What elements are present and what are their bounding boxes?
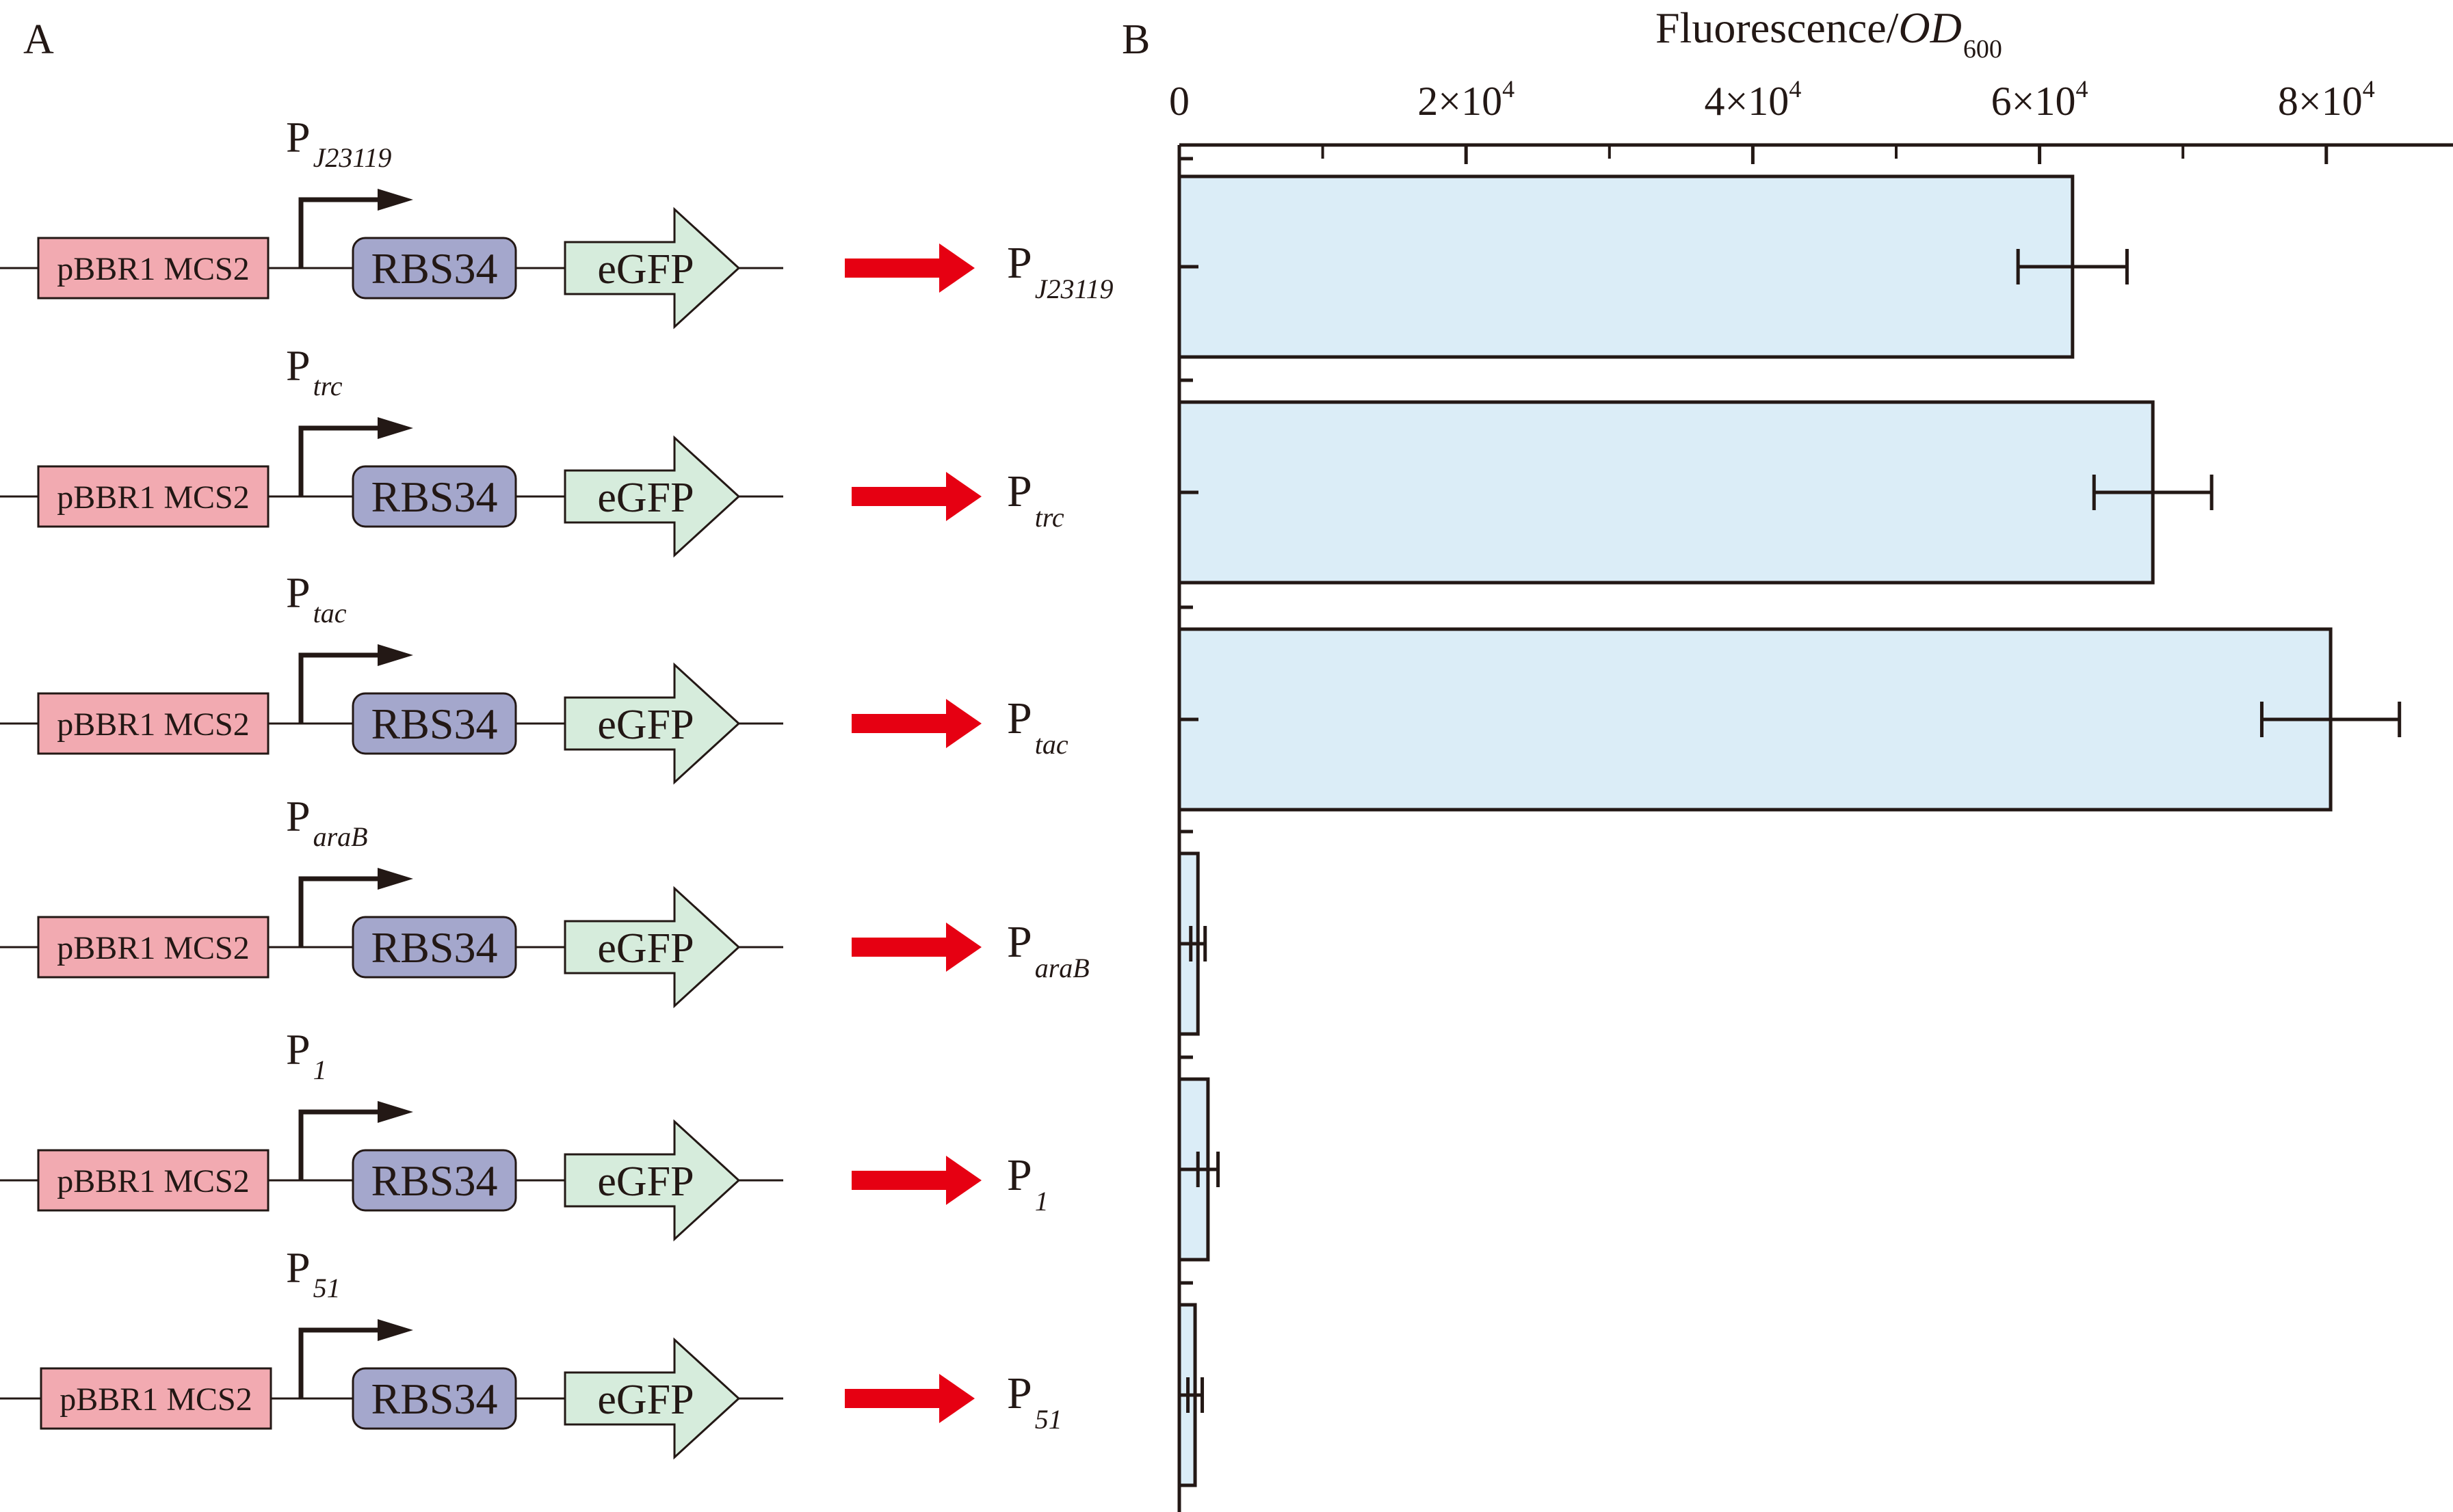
gene-label: eGFP [597, 475, 694, 521]
gene-arrow [564, 1119, 741, 1242]
backbone-label: pBBR1 MCS2 [60, 1381, 252, 1418]
gene-label: eGFP [597, 246, 694, 293]
gene-arrow [564, 662, 741, 785]
promoter-arrow-icon [298, 425, 383, 496]
rbs-label: RBS34 [371, 700, 498, 748]
gene-label: eGFP [597, 925, 694, 972]
backbone-label: pBBR1 MCS2 [57, 930, 249, 966]
promoter-arrowhead-icon [378, 189, 413, 211]
rbs-label: RBS34 [371, 923, 498, 972]
promoter-arrowhead-icon [378, 868, 413, 890]
backbone-box [37, 692, 270, 755]
rbs-box [352, 465, 517, 528]
output-promoter-label: Ptrc [1007, 466, 1064, 533]
panel-a-label: A [23, 16, 54, 63]
gene-arrow [564, 435, 741, 558]
rbs-box [352, 916, 517, 979]
gene-label: eGFP [597, 702, 694, 748]
rbs-label: RBS34 [371, 244, 498, 293]
output-promoter-label: PJ23119 [1007, 238, 1114, 304]
rbs-box [352, 237, 517, 300]
gene-arrow [564, 207, 741, 330]
rbs-label: RBS34 [371, 473, 498, 521]
output-promoter-label: P51 [1007, 1368, 1062, 1435]
red-right-arrow-icon [852, 699, 982, 748]
backbone-box [37, 1149, 270, 1212]
red-right-arrow-icon [852, 472, 982, 521]
rbs-label: RBS34 [371, 1375, 498, 1423]
gene-label: eGFP [597, 1377, 694, 1423]
bar [1177, 174, 2075, 359]
promoter-arrow-icon [298, 1109, 383, 1180]
promoter-arrow-icon [298, 652, 383, 724]
panel-b-label: B [1122, 16, 1150, 63]
backbone-label: pBBR1 MCS2 [57, 251, 249, 287]
rbs-box [352, 1149, 517, 1212]
rbs-box [352, 1367, 517, 1430]
bar [1177, 627, 2333, 812]
promoter-arrowhead-icon [378, 417, 413, 439]
gene-arrow [564, 1337, 741, 1460]
x-tick-label: 6×104 [1991, 75, 2088, 124]
output-promoter-label: Ptac [1007, 693, 1068, 760]
red-right-arrow-icon [852, 1156, 982, 1205]
backbone-label: pBBR1 MCS2 [57, 479, 249, 516]
rbs-box [352, 692, 517, 755]
promoter-arrowhead-icon [378, 644, 413, 666]
gene-label: eGFP [597, 1158, 694, 1205]
x-axis-title: Fluorescence/OD600 [1655, 3, 2002, 64]
backbone-box [40, 1367, 272, 1430]
red-right-arrow-icon [852, 923, 982, 972]
backbone-label: pBBR1 MCS2 [57, 706, 249, 743]
gene-arrow [564, 886, 741, 1009]
promoter-arrowhead-icon [378, 1101, 413, 1123]
promoter-arrow-icon [298, 876, 383, 947]
red-right-arrow-icon [845, 1374, 975, 1423]
output-promoter-label: ParaB [1007, 917, 1090, 983]
backbone-box [37, 465, 270, 528]
backbone-label: pBBR1 MCS2 [57, 1163, 249, 1199]
rbs-label: RBS34 [371, 1156, 498, 1205]
x-tick-label: 4×104 [1704, 75, 1801, 124]
backbone-box [37, 237, 270, 300]
bar-chart: Fluorescence/OD600 0 2×104 4×104 6×104 8×104 [1169, 3, 2453, 1512]
promoter-arrowhead-icon [378, 1319, 413, 1341]
promoter-arrow-icon [298, 197, 383, 268]
red-right-arrow-icon [845, 243, 975, 293]
backbone-box [37, 916, 270, 979]
bar [1177, 400, 2155, 585]
x-tick-label: 8×104 [2278, 75, 2375, 124]
output-promoter-label: P1 [1007, 1150, 1049, 1217]
promoter-arrow-icon [298, 1327, 383, 1398]
x-tick-label: 0 [1169, 79, 1190, 124]
x-tick-label: 2×104 [1417, 75, 1514, 124]
